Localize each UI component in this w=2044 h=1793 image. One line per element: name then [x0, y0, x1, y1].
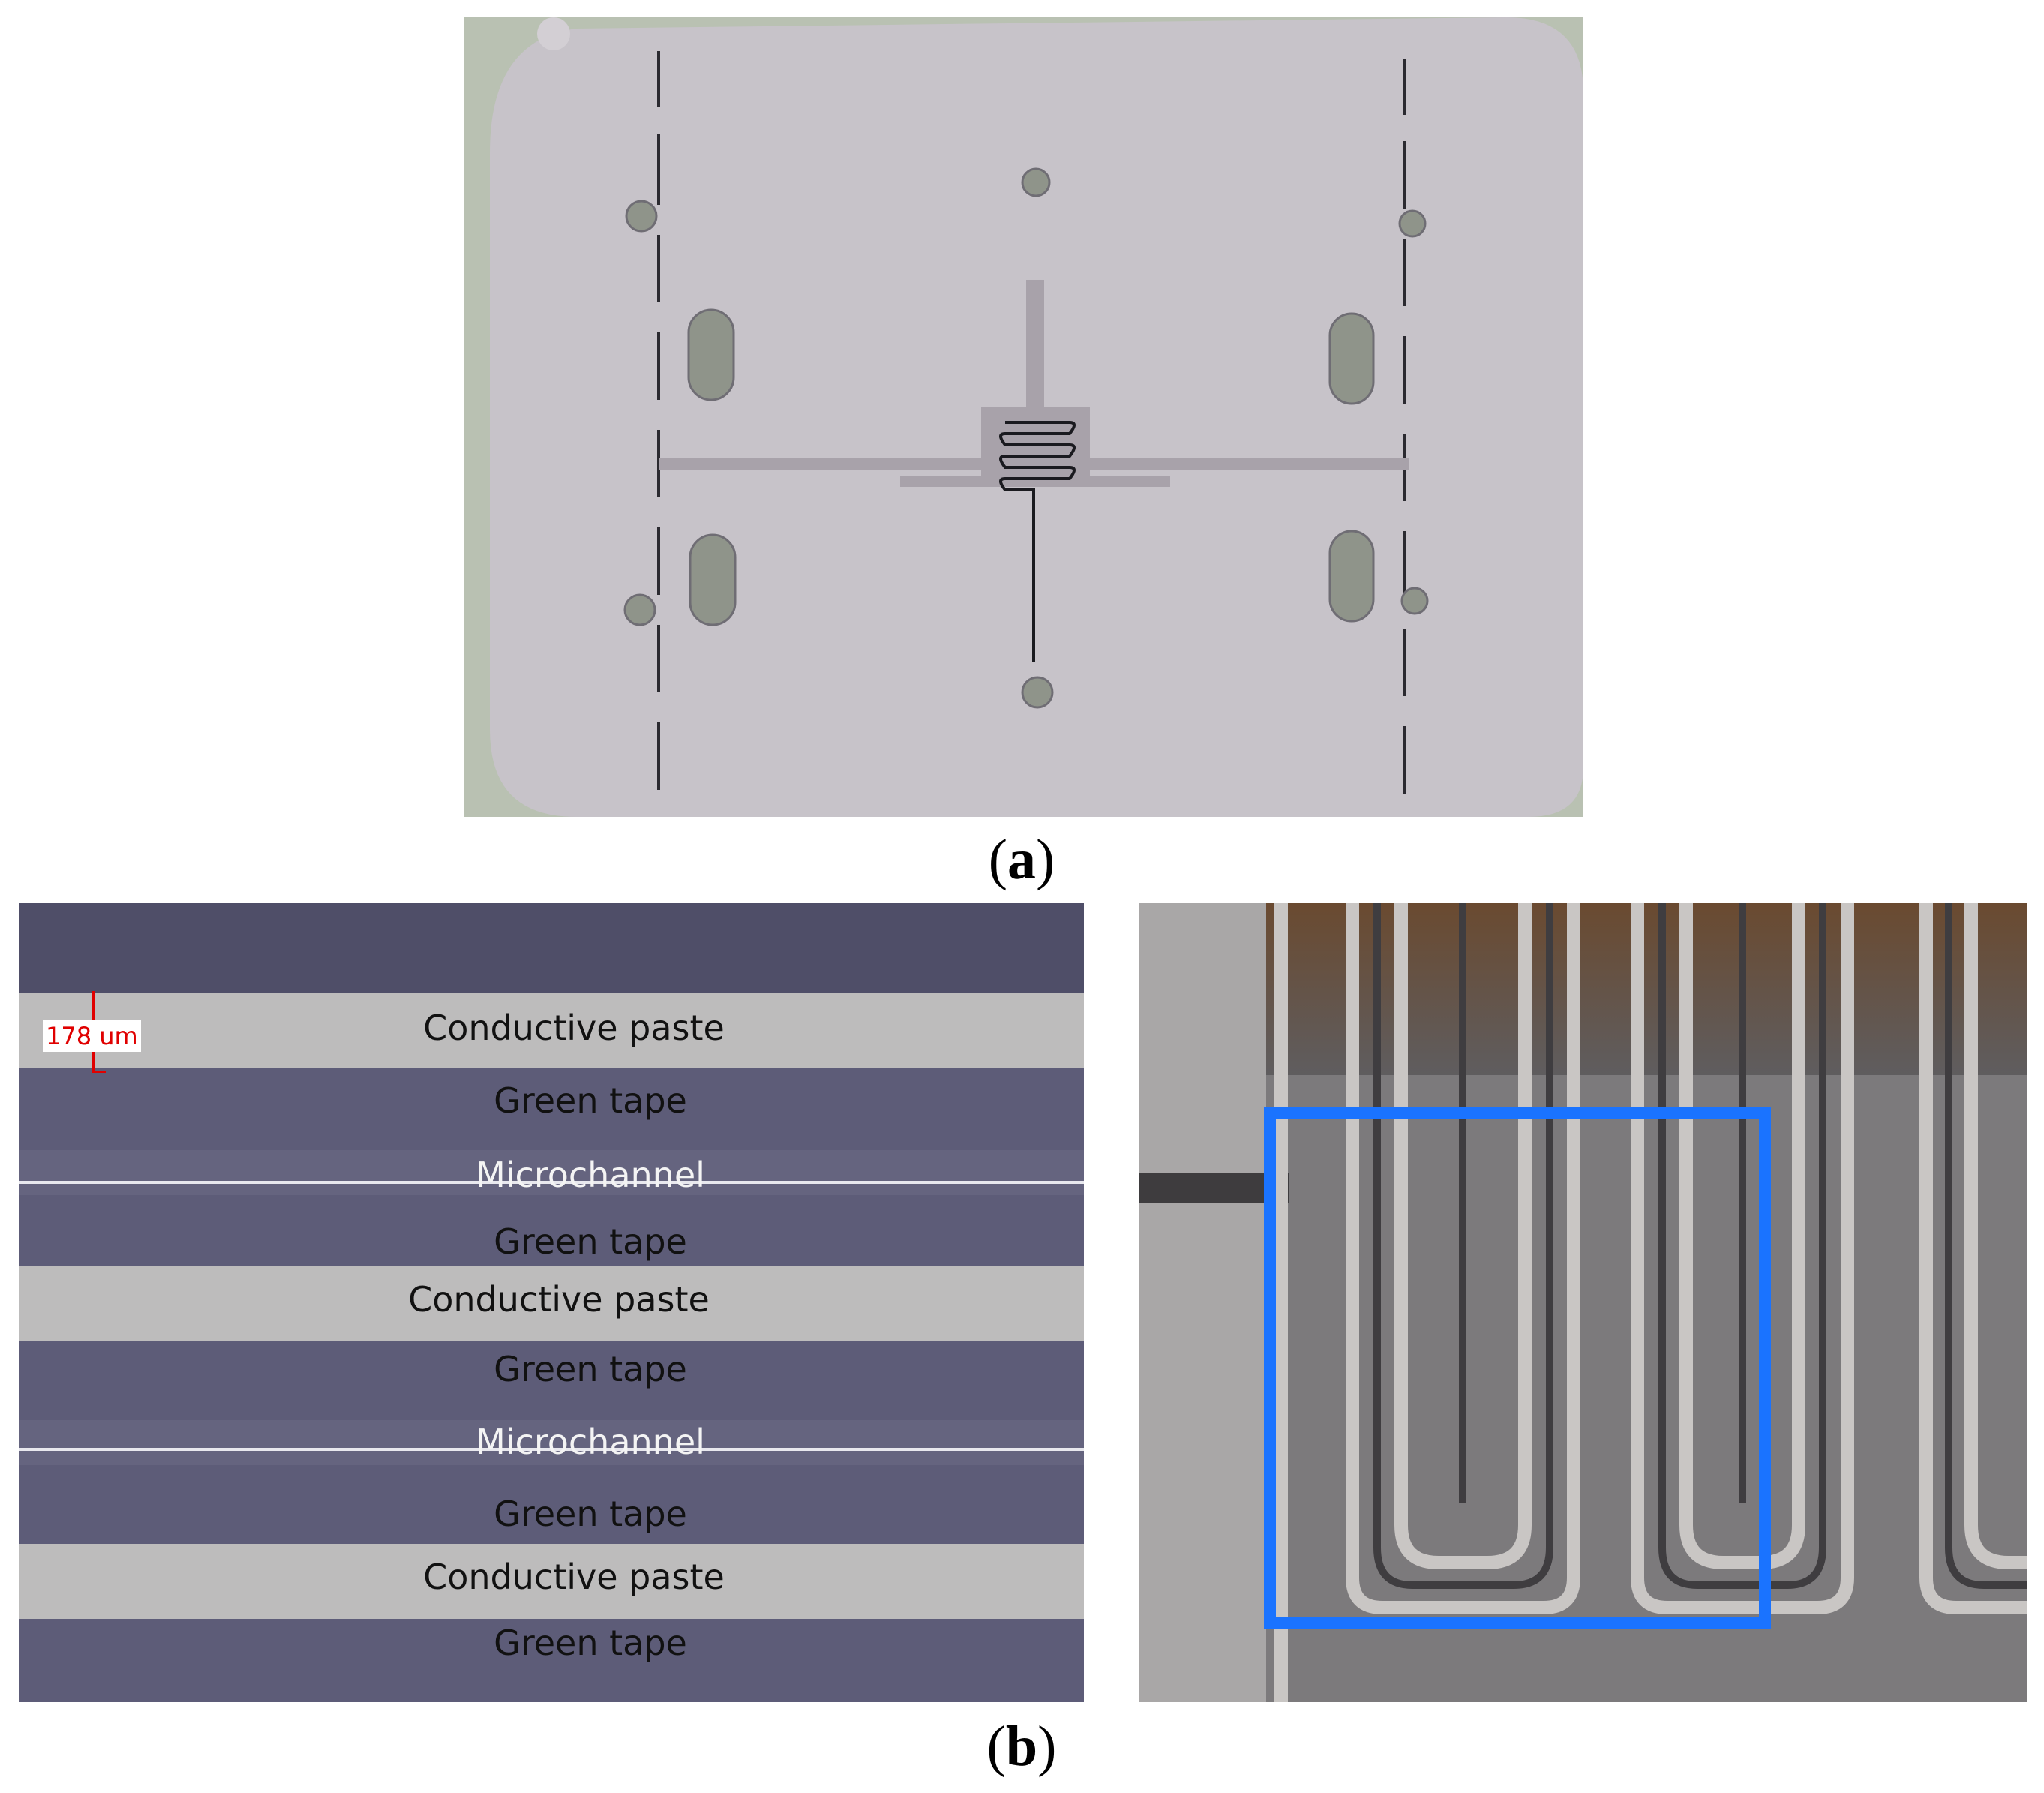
layer-label: Green tape — [494, 1349, 687, 1389]
panel-a-photo — [464, 17, 1583, 817]
ltcc-plate-illustration — [464, 17, 1583, 817]
layer-label: Green tape — [494, 1494, 687, 1534]
conductive-paste-layer — [19, 993, 1084, 1068]
microchannel-line — [19, 1181, 1084, 1184]
microchannel-line — [19, 1448, 1084, 1451]
scale-label: 178 um — [43, 1020, 141, 1052]
cross-section-micrograph: Conductive paste Green tape Microchannel… — [19, 903, 1084, 1702]
serpentine-closeup-photo — [1139, 903, 2027, 1702]
layer-label: Green tape — [494, 1623, 687, 1663]
conductive-paste-layer — [19, 1544, 1084, 1619]
layer-label: Green tape — [494, 1080, 687, 1121]
layer-label: Conductive paste — [423, 1008, 725, 1048]
panel-b-caption: (b) — [986, 1715, 1057, 1778]
panel-a-caption: (a) — [988, 828, 1055, 891]
layer-label: Microchannel — [476, 1155, 705, 1195]
serpentine-illustration — [1139, 903, 2027, 1702]
layer-label: Green tape — [494, 1221, 687, 1262]
layer-label: Conductive paste — [423, 1557, 725, 1597]
layer-label: Conductive paste — [408, 1279, 710, 1320]
scale-arrow — [92, 1071, 106, 1073]
layer-label: Microchannel — [476, 1422, 705, 1462]
conductive-paste-layer — [19, 1266, 1084, 1341]
highlight-box — [1264, 1107, 1771, 1629]
